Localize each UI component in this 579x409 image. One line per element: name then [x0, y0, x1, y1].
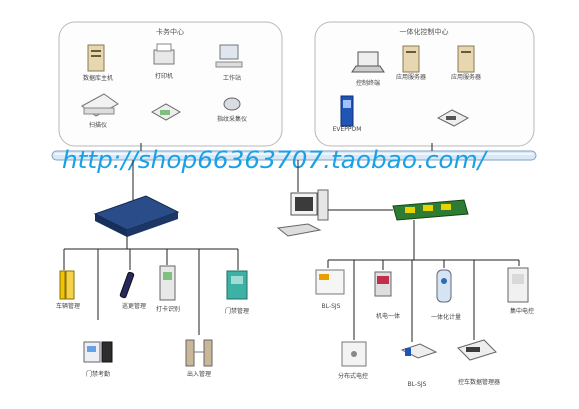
workstation-label: 工作站 [223, 74, 241, 82]
app-server2-label: 应用服务器 [451, 73, 481, 81]
watermark-text: http://shop66363707.taobao.com/ [62, 146, 489, 174]
terminal-icon [351, 51, 385, 73]
access-attendance-icon [83, 341, 113, 363]
right-device-4-label: BL-SJS [408, 381, 427, 388]
app-server2-icon [457, 45, 475, 73]
printer-icon [153, 43, 175, 65]
controller-card-icon [392, 199, 469, 221]
left-device-2-label: 门禁考勤 [86, 370, 110, 378]
scanner-icon [81, 93, 119, 117]
network-device-icon [150, 103, 182, 121]
reader-icon [223, 97, 241, 111]
bl-sjs-module-icon [400, 343, 438, 359]
db-server-icon [87, 44, 105, 72]
left-device-3-label: 巡更管理 [122, 302, 146, 310]
metering-device-icon [436, 269, 452, 303]
computer-icon [276, 189, 329, 237]
scanner-label: 扫描仪 [89, 121, 107, 129]
patrol-device-icon [119, 271, 135, 299]
reader-label: 指纹采集仪 [217, 115, 247, 123]
parking-device-icon [59, 270, 75, 300]
workstation-icon [215, 44, 243, 68]
left-device-6-label: 门禁管理 [225, 307, 249, 315]
integrated-unit-icon [374, 271, 392, 297]
terminal-label: 控制终端 [356, 79, 380, 87]
right-device-1-label: BL-SJS [322, 303, 341, 310]
kiosk-icon [340, 95, 354, 127]
left-device-4-label: 打卡识别 [156, 305, 180, 313]
distributed-control-icon [341, 341, 367, 367]
left-device-5-label: 出入管理 [187, 370, 211, 378]
switch-icon [436, 109, 470, 127]
kiosk-label: EVEPPOM [333, 126, 362, 133]
right-device-6-label: 控车数据管理器 [458, 378, 500, 386]
access-controller-icon [226, 270, 248, 300]
right-device-3-label: 机电一体 [376, 312, 400, 320]
turnstile-icon [185, 339, 213, 367]
card-center-title: 卡务中心 [156, 27, 184, 36]
app-server1-label: 应用服务器 [396, 73, 426, 81]
app-server1-icon [402, 45, 420, 73]
card-reader-icon [159, 265, 176, 301]
central-control-icon [507, 267, 529, 303]
control-center-title: 一体化控制中心 [400, 27, 449, 36]
data-manager-icon [457, 339, 497, 361]
left-device-1-label: 车辆管理 [56, 302, 80, 310]
right-device-2-label: 分布式电控 [338, 372, 368, 380]
right-device-7-label: 集中电控 [510, 307, 534, 315]
backbone-line [51, 150, 537, 161]
right-device-5-label: 一体化计量 [431, 313, 461, 321]
printer-label: 打印机 [155, 72, 173, 80]
serial-server-icon [93, 195, 180, 237]
db-server-label: 数据库主机 [83, 74, 113, 82]
bl-sjs-printer-icon [315, 269, 345, 295]
